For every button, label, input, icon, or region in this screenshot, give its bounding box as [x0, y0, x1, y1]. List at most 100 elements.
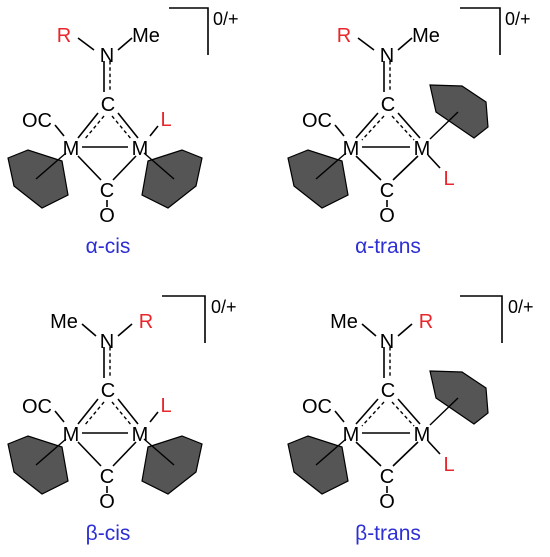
- cp-bond: [143, 152, 175, 180]
- atom-n: N: [380, 331, 394, 353]
- charge-label: 0/+: [213, 9, 239, 29]
- cp-bond: [143, 438, 175, 466]
- atom-c: C: [101, 380, 115, 402]
- bond-c-m1: [355, 112, 379, 139]
- bond-c-m1-dashed: [361, 115, 385, 141]
- bond-n-me: [397, 37, 413, 51]
- atom-l: L: [160, 395, 171, 417]
- atom-m: M: [414, 138, 431, 160]
- atom-o: O: [379, 205, 395, 227]
- atom-n: N: [380, 45, 394, 67]
- cp-bond: [315, 438, 347, 466]
- atom-m: M: [132, 138, 149, 160]
- charge-bracket: [460, 295, 503, 343]
- charge-bracket: [162, 295, 206, 343]
- bond-c-m1-dashed: [83, 401, 105, 427]
- bond-c-m1-dashed: [83, 115, 105, 141]
- atom-n: N: [100, 45, 114, 67]
- bond-c-m1-dashed: [361, 401, 385, 427]
- atom-c: C: [380, 180, 394, 202]
- bond-me-n: [81, 323, 97, 337]
- bond-m2-co: [112, 441, 137, 467]
- atom-c: C: [100, 466, 114, 488]
- atom-oc: OC: [302, 396, 332, 418]
- bond-n-me: [117, 37, 133, 51]
- bond-me-n: [361, 323, 377, 337]
- bond-m-l: [149, 125, 159, 137]
- atom-oc: OC: [22, 110, 52, 132]
- atom-r: R: [419, 311, 433, 333]
- bond-oc-m: [54, 124, 65, 137]
- bond-m-l: [427, 154, 441, 169]
- atom-c: C: [380, 466, 394, 488]
- isomer-label: β-cis: [86, 522, 131, 545]
- bond-oc-m: [54, 410, 65, 423]
- atom-r: R: [139, 311, 153, 333]
- isomer-label: α-trans: [355, 235, 421, 258]
- isomer-beta-trans: Me N R C OC M M L C O 0/+ β-trans: [287, 295, 534, 545]
- atom-m: M: [63, 138, 80, 160]
- atom-l: L: [160, 109, 171, 131]
- bond-r-n: [357, 37, 375, 51]
- bond-n-r: [397, 323, 413, 337]
- cp-bond: [429, 397, 459, 426]
- isomer-alpha-cis: R N Me C OC L M M C O 0/+ α-cis: [7, 7, 239, 258]
- atom-m: M: [343, 138, 360, 160]
- atom-c: C: [381, 94, 395, 116]
- atom-me: Me: [132, 25, 160, 47]
- atom-r: R: [57, 25, 71, 47]
- charge-label: 0/+: [508, 297, 534, 317]
- isomer-label: β-trans: [355, 522, 421, 545]
- atom-m: M: [132, 424, 149, 446]
- atom-l: L: [443, 168, 454, 190]
- atom-oc: OC: [22, 396, 52, 418]
- bond-c-m2-dashed: [391, 401, 415, 427]
- bond-r-n: [77, 37, 95, 51]
- atom-oc: OC: [302, 110, 332, 132]
- bond-m2-co: [392, 155, 419, 181]
- bond-c-m2: [117, 112, 139, 139]
- bond-c-m2: [397, 398, 421, 425]
- charge-label: 0/+: [505, 9, 531, 29]
- bond-m-l: [427, 440, 441, 455]
- bond-m2-co: [112, 155, 137, 181]
- atom-me: Me: [330, 311, 358, 333]
- bond-oc-m: [334, 124, 345, 137]
- cp-bond: [429, 111, 459, 140]
- charge-label: 0/+: [211, 297, 237, 317]
- atom-c: C: [381, 380, 395, 402]
- isomer-alpha-trans: R N Me C OC M M L C O 0/+ α-trans: [287, 7, 531, 258]
- bond-c-m1: [77, 398, 99, 425]
- cp-bond: [35, 438, 67, 466]
- atom-o: O: [379, 491, 395, 513]
- atom-me: Me: [412, 25, 440, 47]
- atom-o: O: [99, 205, 115, 227]
- atom-m: M: [343, 424, 360, 446]
- bond-m1-co: [355, 155, 382, 181]
- cp-bond: [35, 152, 67, 180]
- bond-c-m2-dashed: [391, 115, 415, 141]
- atom-c: C: [100, 180, 114, 202]
- isomer-label: α-cis: [86, 235, 131, 258]
- cp-ring: [429, 84, 489, 139]
- cp-bond: [315, 152, 347, 180]
- isomer-beta-cis: Me N R C OC L M M C O 0/+ β-cis: [7, 295, 237, 545]
- charge-bracket: [169, 7, 209, 55]
- bond-c-m2-dashed: [111, 401, 133, 427]
- atom-n: N: [100, 331, 114, 353]
- bond-n-r: [117, 323, 133, 337]
- atom-o: O: [99, 491, 115, 513]
- cp-ring: [429, 370, 489, 425]
- atom-m: M: [63, 424, 80, 446]
- atom-r: R: [337, 25, 351, 47]
- bond-c-m2: [117, 398, 139, 425]
- bond-m1-co: [77, 155, 102, 181]
- bond-c-m2-dashed: [111, 115, 133, 141]
- bond-m1-co: [77, 441, 102, 467]
- atom-l: L: [443, 454, 454, 476]
- bond-m-l: [149, 411, 159, 423]
- bond-c-m2: [397, 112, 421, 139]
- bond-m1-co: [355, 441, 382, 467]
